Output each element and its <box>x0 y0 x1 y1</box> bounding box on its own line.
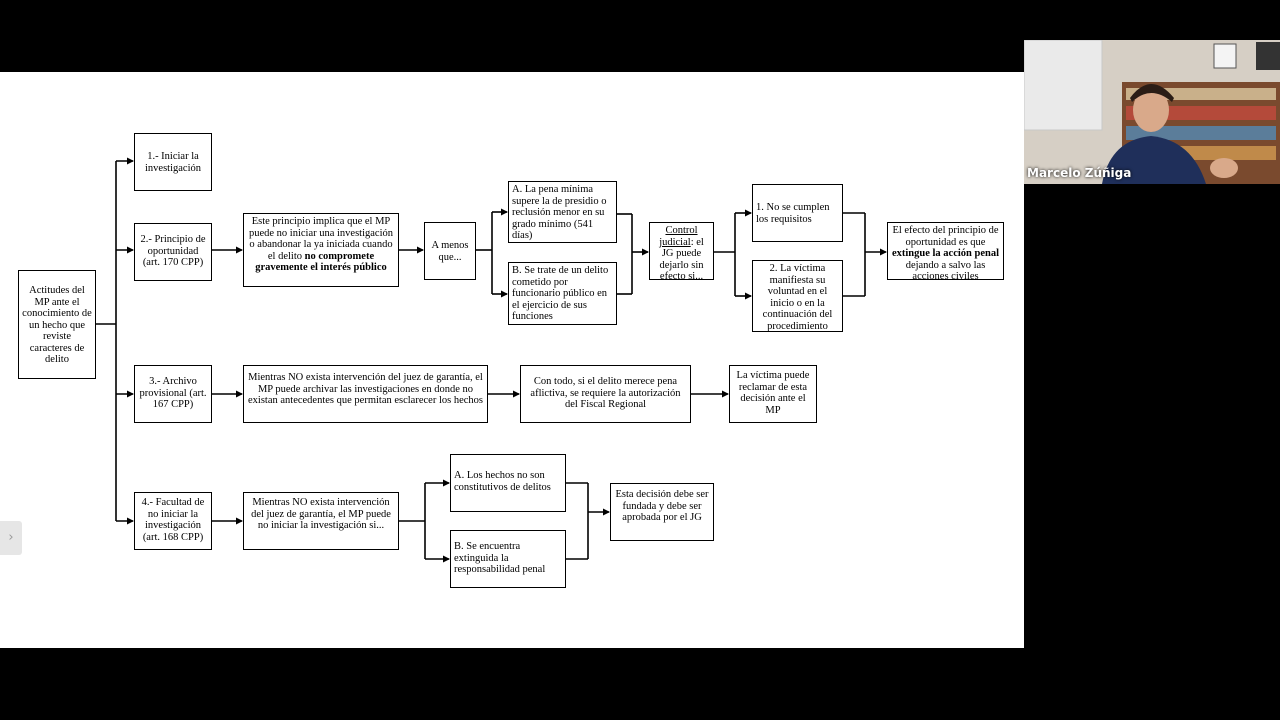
not-initiate-description-box: Mientras NO exista intervención del juez… <box>243 492 399 550</box>
principle-description-text: Este principio implica que el MP puede n… <box>248 216 394 262</box>
flowchart-connectors <box>96 157 887 563</box>
branch-1-box: 1.- Iniciar la investigación <box>134 133 212 191</box>
victim-claim-box: La víctima puede reclamar de esta decisi… <box>729 365 817 423</box>
chevron-right-icon: › <box>8 530 14 545</box>
judicial-control-underlined: Control judicial <box>659 225 698 248</box>
effect-box: El efecto del principio de oportunidad e… <box>887 222 1004 283</box>
reason-b-box: B. Se encuentra extinguida la responsabi… <box>450 530 566 588</box>
slide: Actitudes del MP ante el conocimiento de… <box>0 72 1024 648</box>
effect-text: El efecto del principio de oportunidad e… <box>892 225 999 248</box>
requirement-2-box: 2. La víctima manifiesta su voluntad en … <box>752 260 843 332</box>
branch-3-box: 3.- Archivo provisional (art. 167 CPP) <box>134 365 212 423</box>
requirement-1-box: 1. No se cumplen los requisitos <box>752 184 843 242</box>
a-menos-box: A menos que... <box>424 222 476 280</box>
judicial-control-text: : el JG puede dejarlo sin efecto si... <box>659 236 704 283</box>
condition-a-box: A. La pena mínima supere la de presidio … <box>508 181 617 243</box>
branch-2-box: 2.- Principio de oportunidad (art. 170 C… <box>134 223 212 281</box>
side-panel-toggle[interactable]: › <box>0 521 22 555</box>
regional-prosecutor-box: Con todo, si el delito merece pena aflic… <box>520 365 691 423</box>
reason-a-box: A. Los hechos no son constitutivos de de… <box>450 454 566 512</box>
judicial-control-box: Control judicial: el JG puede dejarlo si… <box>649 222 714 283</box>
participant-name: Marcelo Zúñiga <box>1027 166 1132 180</box>
effect-text-end: dejando a salvo las acciones civiles <box>905 259 986 283</box>
root-box: Actitudes del MP ante el conocimiento de… <box>18 270 96 379</box>
principle-description-box: Este principio implica que el MP puede n… <box>243 213 399 287</box>
effect-bold: extingue la acción penal <box>891 248 1000 259</box>
archive-description-box: Mientras NO exista intervención del juez… <box>243 365 488 423</box>
principle-description-bold: no compromete gravemente el interés públ… <box>255 250 387 274</box>
branch-4-box: 4.- Facultad de no iniciar la investigac… <box>134 492 212 550</box>
condition-b-box: B. Se trate de un delito cometido por fu… <box>508 262 617 325</box>
decision-box: Esta decisión debe ser fundada y debe se… <box>610 483 714 541</box>
video-frame <box>1024 40 1280 184</box>
participant-video[interactable]: Marcelo Zúñiga <box>1024 40 1280 184</box>
